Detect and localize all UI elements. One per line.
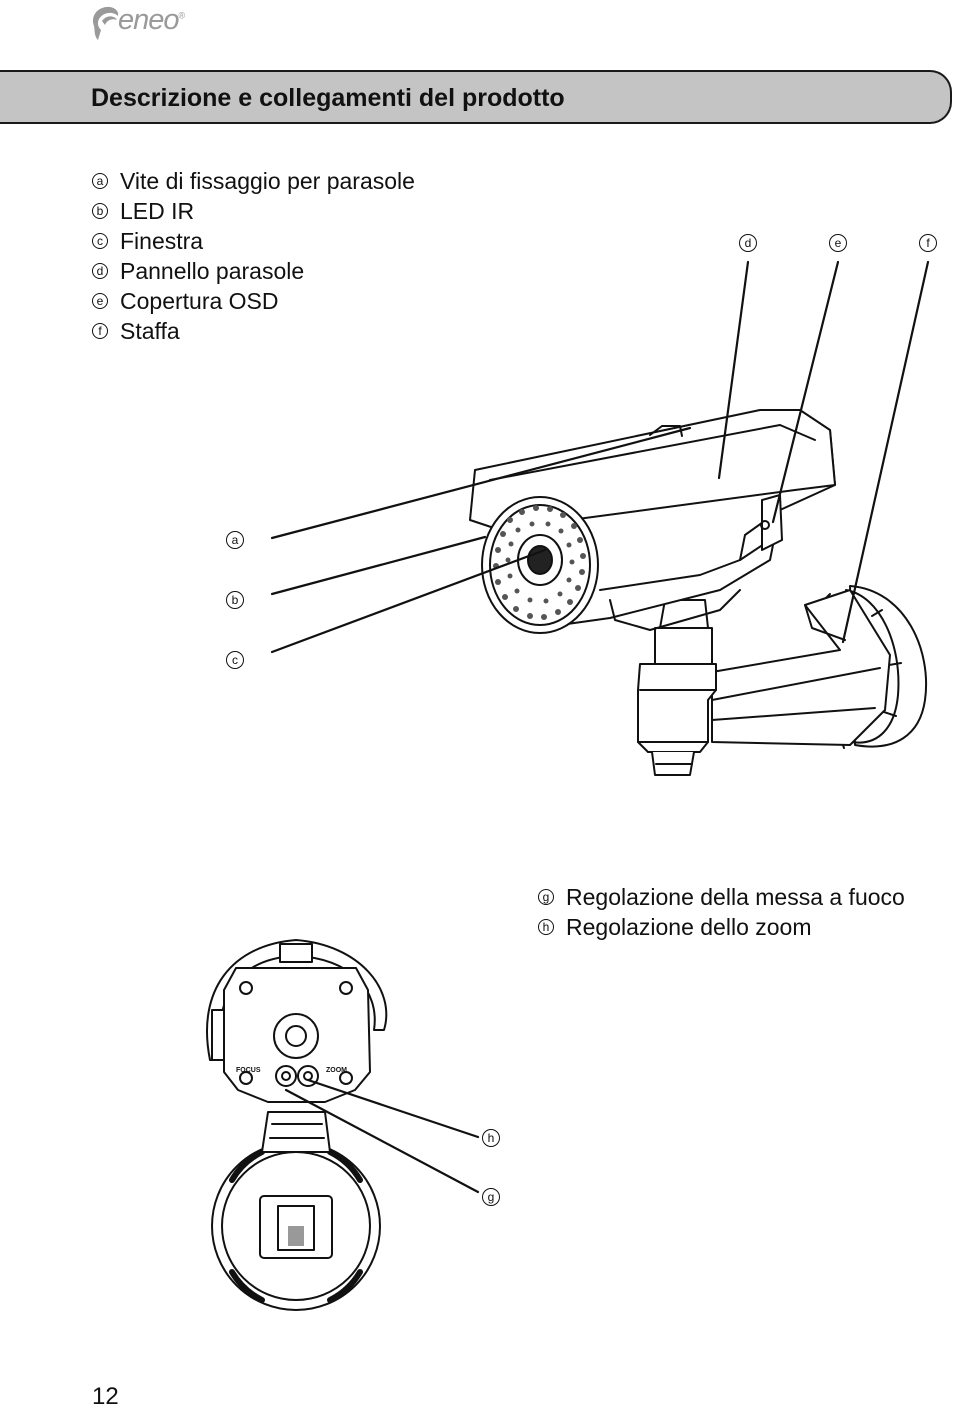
brand-name: eneo® bbox=[118, 4, 185, 36]
legend-label: Regolazione dello zoom bbox=[566, 913, 812, 940]
legend-marker: h bbox=[538, 919, 554, 935]
legend-marker: c bbox=[92, 233, 108, 249]
legend-marker: g bbox=[538, 889, 554, 905]
legend-item: a Vite di fissaggio per parasole bbox=[92, 166, 415, 196]
legend-item: b LED IR bbox=[92, 196, 415, 226]
page-title: Descrizione e collegamenti del prodotto bbox=[91, 84, 565, 112]
page-number: 12 bbox=[92, 1383, 119, 1410]
legend-label: Finestra bbox=[120, 227, 204, 254]
legend-label: Vite di fissaggio per parasole bbox=[120, 167, 415, 194]
adjustment-legend: g Regolazione della messa a fuoco h Regola… bbox=[538, 882, 905, 942]
callout-b: b bbox=[226, 591, 244, 609]
rear-mount-plate bbox=[211, 1141, 381, 1311]
callout-c: c bbox=[226, 651, 244, 669]
rear-neck bbox=[261, 1111, 331, 1153]
legend-item: h Regolazione dello zoom bbox=[538, 912, 905, 942]
legend-marker: e bbox=[92, 293, 108, 309]
leader-lines bbox=[270, 260, 930, 654]
legend-marker: a bbox=[92, 173, 108, 189]
callout-e: e bbox=[829, 234, 847, 252]
zoom-label: ZOOM bbox=[326, 1067, 347, 1074]
legend-label: Pannello parasole bbox=[120, 257, 305, 284]
brand-logo: eneo® bbox=[88, 2, 208, 44]
callout-h: h bbox=[482, 1129, 500, 1147]
section-header: Descrizione e collegamenti del prodotto bbox=[0, 70, 952, 124]
callout-d: d bbox=[739, 234, 757, 252]
callout-a: a bbox=[226, 531, 244, 549]
callout-f: f bbox=[919, 234, 937, 252]
eneo-swoosh-icon bbox=[92, 6, 119, 40]
callout-g: g bbox=[482, 1188, 500, 1206]
legend-item: g Regolazione della messa a fuoco bbox=[538, 882, 905, 912]
focus-label: FOCUS bbox=[236, 1067, 261, 1074]
camera-side-illustration bbox=[270, 260, 930, 776]
legend-marker: f bbox=[92, 323, 108, 339]
legend-marker: b bbox=[92, 203, 108, 219]
legend-label: Staffa bbox=[120, 317, 180, 344]
legend-item: c Finestra bbox=[92, 226, 415, 256]
legend-item: e Copertura OSD bbox=[92, 286, 415, 316]
legend-item: d Pannello parasole bbox=[92, 256, 415, 286]
rear-leader-lines bbox=[284, 1078, 480, 1194]
ir-led-ring bbox=[481, 496, 599, 634]
swivel-joint bbox=[637, 599, 717, 776]
legend-label: Regolazione della messa a fuoco bbox=[566, 883, 905, 910]
legend-marker: d bbox=[92, 263, 108, 279]
legend-label: LED IR bbox=[120, 197, 195, 224]
legend-item: f Staffa bbox=[92, 316, 415, 346]
rear-housing bbox=[205, 939, 388, 1103]
legend-label: Copertura OSD bbox=[120, 287, 279, 314]
